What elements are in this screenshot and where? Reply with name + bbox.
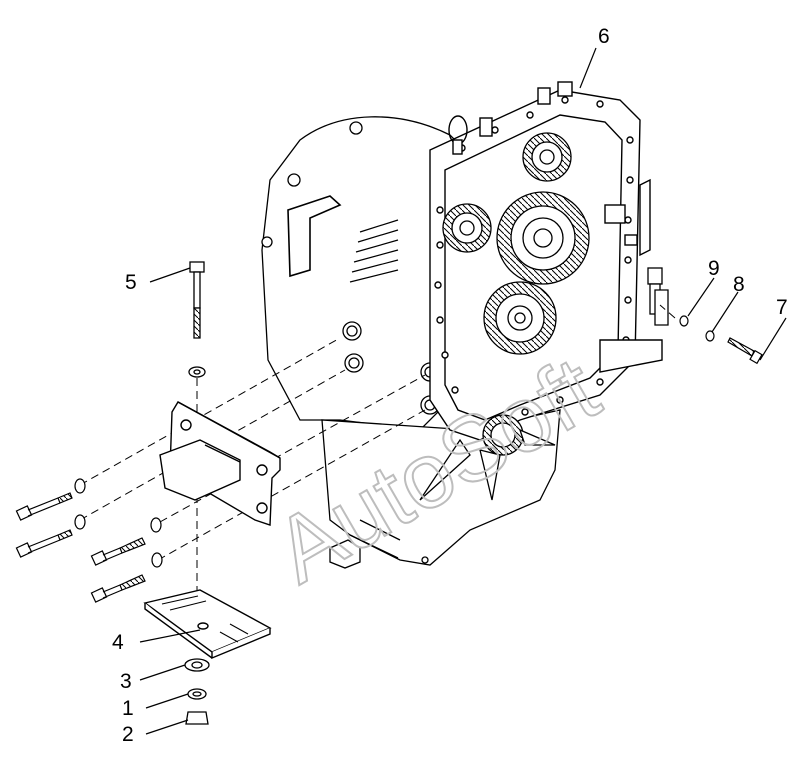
callout-4: 4 — [112, 631, 124, 654]
callout-1: 1 — [122, 697, 134, 720]
bolt-5 — [188, 261, 206, 378]
callout-6: 6 — [598, 25, 610, 48]
callout-8: 8 — [733, 273, 745, 296]
bracket-bolts — [15, 478, 163, 603]
rubber-pad-4 — [143, 589, 272, 660]
callout-5: 5 — [125, 271, 137, 294]
hardware-stack — [184, 658, 210, 725]
mount-bracket — [159, 401, 281, 526]
small-bolt-assembly — [679, 315, 763, 365]
callout-3: 3 — [120, 670, 132, 693]
dipstick-fitting — [647, 267, 669, 326]
transmission-housing — [261, 116, 561, 569]
callout-9: 9 — [708, 257, 720, 280]
callout-2: 2 — [122, 723, 134, 746]
callout-leaders — [139, 47, 787, 735]
callout-7: 7 — [776, 296, 788, 319]
gear-train — [419, 132, 590, 501]
